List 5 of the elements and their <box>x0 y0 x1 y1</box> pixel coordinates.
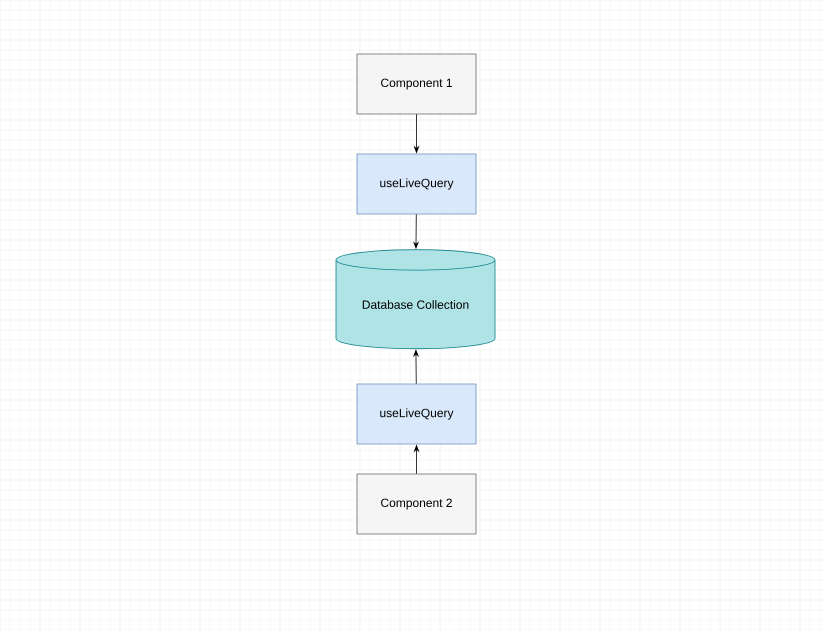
process-box: useLiveQuery <box>356 384 476 444</box>
process-box: useLiveQuery <box>356 154 476 214</box>
process-box: Component 2 <box>356 474 476 534</box>
process-box: Component 1 <box>356 54 476 114</box>
database-cylinder: Database Collection <box>336 249 496 350</box>
